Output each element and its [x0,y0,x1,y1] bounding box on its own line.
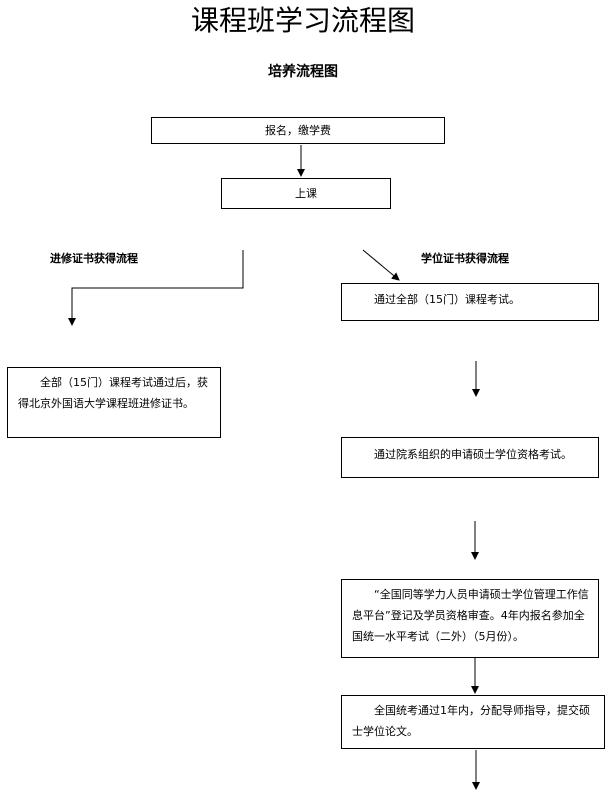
right-step1-box: 通过全部（15门）课程考试。 [341,283,599,321]
right-step3-text: “全国同等学力人员申请硕士学位管理工作信息平台”登记及学员资格审查。4年内报名参… [352,588,589,643]
left-branch-label: 进修证书获得流程 [50,252,138,265]
right-step2-box: 通过院系组织的申请硕士学位资格考试。 [341,437,599,478]
register-text: 报名，缴学费 [265,124,331,137]
right-step3-box: “全国同等学力人员申请硕士学位管理工作信息平台”登记及学员资格审查。4年内报名参… [341,579,599,658]
right-step4-box: 全国统考通过1年内，分配导师指导，提交硕士学位论文。 [341,695,605,749]
right-step4-text: 全国统考通过1年内，分配导师指导，提交硕士学位论文。 [352,704,590,738]
arrow-left-branch [68,250,244,326]
right-branch-label: 学位证书获得流程 [421,252,509,265]
arrow-right-branch [362,249,400,281]
register-box: 报名，缴学费 [151,117,445,144]
left-certificate-box: 全部（15门）课程考试通过后，获得北京外国语大学课程班进修证书。 [7,367,221,438]
diagram-subtitle: 培养流程图 [268,64,338,80]
right-step1-text: 通过全部（15门）课程考试。 [374,293,520,306]
right-step2-text: 通过院系组织的申请硕士学位资格考试。 [374,448,572,461]
attend-box: 上课 [221,178,391,209]
attend-text: 上课 [295,187,317,200]
diagram-title: 课程班学习流程图 [190,4,415,37]
left-certificate-text: 全部（15门）课程考试通过后，获得北京外国语大学课程班进修证书。 [18,376,208,410]
